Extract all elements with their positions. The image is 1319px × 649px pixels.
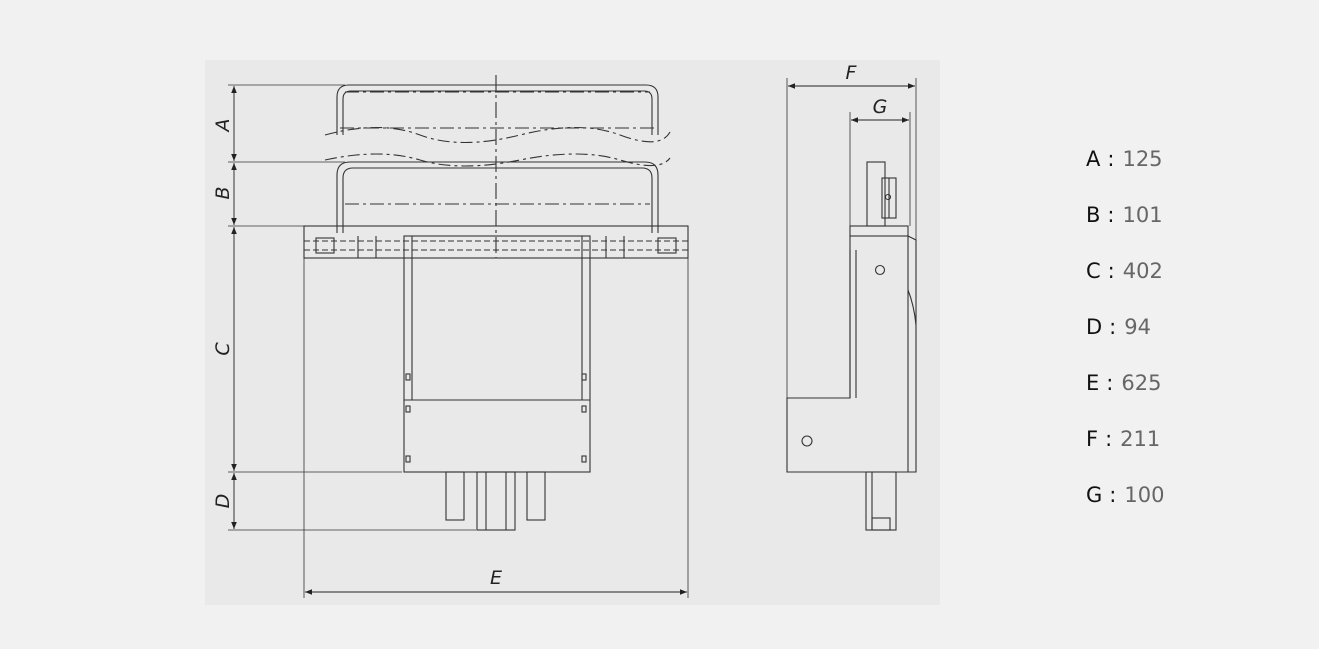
spec-value: 211 [1120,427,1161,451]
lower-frame [324,153,671,233]
spec-value: 125 [1122,147,1163,171]
spec-item-a: A:125 [1086,147,1163,171]
dimension-lines [231,86,687,595]
spec-item-d: D:94 [1086,315,1151,339]
side-dimension-lines [788,83,915,123]
spec-value: 625 [1121,371,1162,395]
spec-list: A:125 B:101 C:402 D:94 E:625 F:211 G:100 [1086,142,1164,534]
dim-label-b: B [212,186,234,199]
spec-item-c: C:402 [1086,259,1163,283]
side-connector [865,471,897,531]
spec-key: A [1086,147,1101,171]
drawing-panel [205,60,940,605]
dim-label-f: F [846,62,858,84]
side-extension-lines [786,78,917,398]
front-view [228,75,689,598]
spec-value: 94 [1124,315,1151,339]
side-view [786,78,917,531]
dim-label-g: G [873,96,888,118]
extension-lines [228,84,689,598]
side-body [786,235,917,473]
spec-value: 402 [1122,259,1163,283]
dim-label-d: D [212,494,234,509]
spec-key: D [1086,315,1103,339]
spec-key: B [1086,203,1101,227]
dim-label-a: A [212,119,234,134]
spec-value: 100 [1124,483,1165,507]
spec-item-g: G:100 [1086,483,1165,507]
upper-frame [324,84,671,143]
connectors [445,471,546,531]
dim-label-c: C [212,342,234,356]
mounting-plate [303,225,689,259]
spec-key: F [1086,427,1099,451]
spec-key: E [1086,371,1100,395]
dim-label-e: E [490,567,502,589]
spec-key: C [1086,259,1101,283]
spec-value: 101 [1122,203,1163,227]
spec-item-b: B:101 [1086,203,1163,227]
spec-key: G [1086,483,1103,507]
spec-item-e: E:625 [1086,371,1162,395]
spec-item-f: F:211 [1086,427,1161,451]
